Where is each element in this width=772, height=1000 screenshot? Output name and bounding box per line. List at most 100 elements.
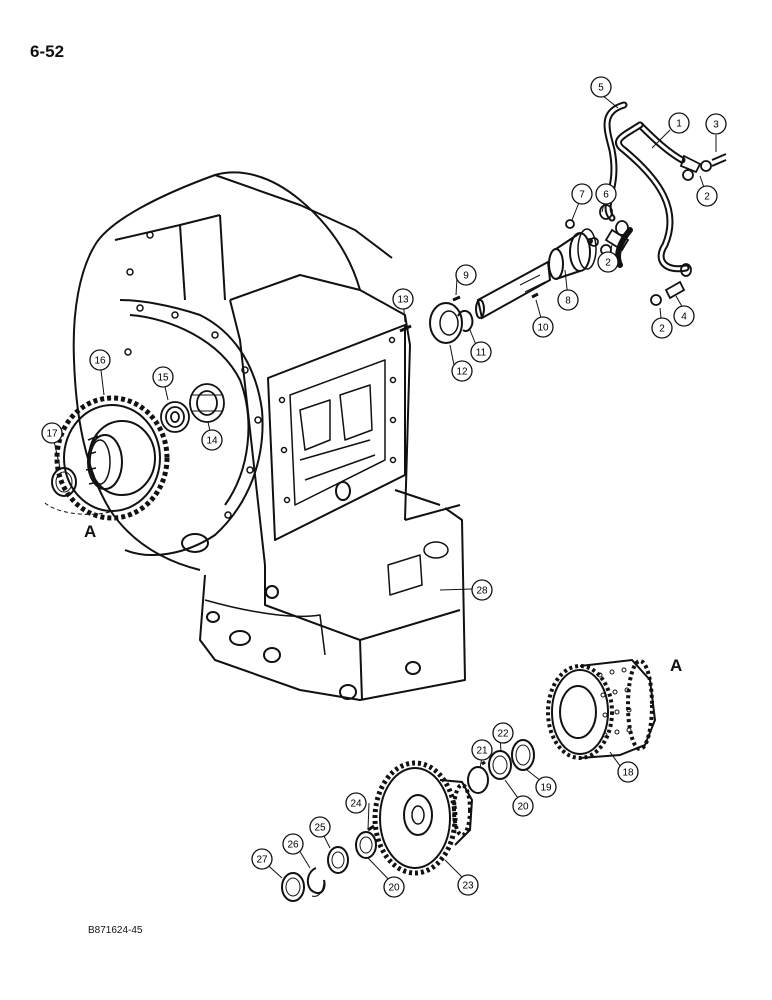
callout-number: 15 — [157, 373, 169, 384]
callout-number: 1 — [676, 119, 682, 130]
callout-8: 8 — [557, 289, 579, 311]
callout-number: 3 — [713, 120, 719, 131]
callout-28: 28 — [471, 579, 493, 601]
callout-circle — [451, 360, 473, 382]
callout-circle — [457, 874, 479, 896]
callout-14: 14 — [201, 429, 223, 451]
callout-11: 11 — [470, 341, 492, 363]
view-a-phantom-line — [44, 502, 111, 515]
callout-circle — [512, 795, 534, 817]
transmission-housing — [72, 171, 466, 701]
callout-number: 11 — [476, 348, 487, 359]
figure-code: B871624-45 — [88, 925, 143, 936]
callout-21: 21 — [471, 739, 493, 761]
callout-circle — [617, 761, 639, 783]
key-9-drawing — [452, 295, 461, 302]
callout-27: 27 — [251, 848, 273, 870]
washers-and-rings — [281, 739, 535, 902]
callout-circle — [673, 305, 695, 327]
view-letter-a-right: A — [670, 656, 683, 675]
callout-12: 12 — [451, 360, 473, 382]
callout-number: 16 — [94, 356, 106, 367]
callout-circle — [651, 317, 673, 339]
callout-25: 25 — [309, 816, 331, 838]
callout-layer: 1222345678910111213141516171819202021222… — [41, 76, 727, 898]
callout-number: 2 — [659, 324, 665, 335]
input-shaft-8 — [475, 228, 597, 320]
callout-number: 4 — [681, 312, 687, 323]
callout-number: 25 — [314, 823, 326, 834]
pin-13-drawing — [399, 324, 412, 333]
callout-26: 26 — [282, 833, 304, 855]
callout-number: 5 — [598, 83, 604, 94]
callout-number: 2 — [605, 258, 611, 269]
callout-24: 24 — [345, 792, 367, 814]
callout-number: 28 — [476, 586, 488, 597]
callout-circle — [597, 251, 619, 273]
callout-number: 6 — [603, 190, 609, 201]
callout-5: 5 — [590, 76, 612, 98]
callout-3: 3 — [705, 113, 727, 135]
callout-23: 23 — [457, 874, 479, 896]
callout-number: 8 — [565, 296, 571, 307]
key-10-drawing — [531, 292, 539, 299]
callout-18: 18 — [617, 761, 639, 783]
callout-circle — [557, 289, 579, 311]
callout-number: 10 — [537, 323, 549, 334]
view-letter-a-left: A — [84, 522, 97, 541]
callout-number: 2 — [704, 192, 710, 203]
callout-circle — [595, 183, 617, 205]
callout-circle — [471, 739, 493, 761]
callout-1: 1 — [668, 112, 690, 134]
callout-circle — [668, 112, 690, 134]
callout-circle — [455, 264, 477, 286]
thrust-washer-12-drawing — [429, 302, 463, 344]
leader-lines — [51, 94, 717, 886]
callout-circle — [251, 848, 273, 870]
callout-2: 2 — [597, 251, 619, 273]
callout-number: 27 — [256, 855, 268, 866]
callout-circle — [89, 349, 111, 371]
callout-15: 15 — [152, 366, 174, 388]
callout-circle — [590, 76, 612, 98]
callout-number: 24 — [350, 799, 362, 810]
callout-number: 19 — [540, 783, 552, 794]
callout-circle — [345, 792, 367, 814]
callout-number: 17 — [46, 429, 58, 440]
page-number: 6-52 — [30, 42, 65, 61]
bearing-15-drawing — [160, 401, 190, 433]
callout-number: 13 — [397, 295, 409, 306]
callout-circle — [152, 366, 174, 388]
callout-22: 22 — [492, 722, 514, 744]
callout-circle — [705, 113, 727, 135]
callout-circle — [471, 579, 493, 601]
callout-number: 22 — [497, 729, 509, 740]
snap-ring-11-drawing — [457, 310, 474, 332]
callout-circle — [532, 316, 554, 338]
callout-circle — [571, 183, 593, 205]
callout-number: 12 — [456, 367, 468, 378]
callout-20: 20 — [383, 876, 405, 898]
callout-number: 7 — [579, 190, 585, 201]
callout-circle — [41, 422, 63, 444]
callout-circle — [282, 833, 304, 855]
callout-19: 19 — [535, 776, 557, 798]
callout-7: 7 — [571, 183, 593, 205]
callout-2: 2 — [651, 317, 673, 339]
callout-number: 9 — [463, 271, 469, 282]
callout-number: 14 — [206, 436, 218, 447]
callout-4: 4 — [673, 305, 695, 327]
callout-circle — [492, 722, 514, 744]
callout-20: 20 — [512, 795, 534, 817]
callout-10: 10 — [532, 316, 554, 338]
callout-6: 6 — [595, 183, 617, 205]
callout-2: 2 — [696, 185, 718, 207]
callout-circle — [392, 288, 414, 310]
callout-number: 20 — [517, 802, 529, 813]
callout-circle — [383, 876, 405, 898]
gear-23 — [372, 760, 474, 876]
callout-circle — [309, 816, 331, 838]
callout-circle — [470, 341, 492, 363]
callout-16: 16 — [89, 349, 111, 371]
